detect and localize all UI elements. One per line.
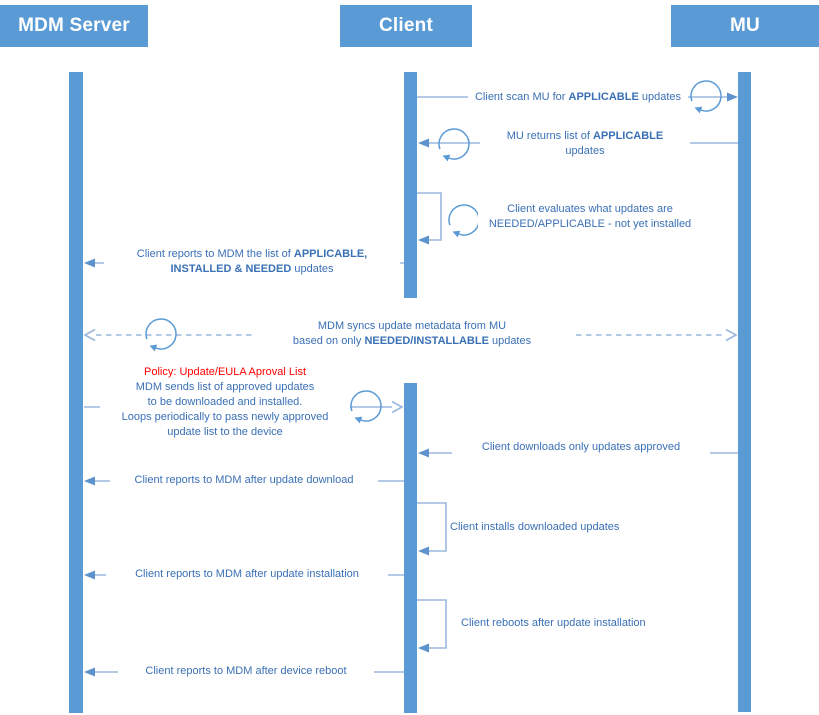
- message-label-report-install: Client reports to MDM after update insta…: [106, 567, 388, 582]
- self-message-evaluates: [417, 192, 480, 245]
- lifeline-mu: [738, 72, 751, 712]
- message-label-report-reboot: Client reports to MDM after device reboo…: [118, 664, 374, 679]
- message-label-report-list: Client reports to MDM the list of APPLIC…: [104, 247, 400, 277]
- loop-icon: [438, 128, 470, 163]
- message-label-evaluates: Client evaluates what updates are NEEDED…: [478, 202, 702, 232]
- loop-icon: [448, 204, 480, 239]
- lifeline-mdm-server: [69, 72, 83, 713]
- actor-box-mu: MU: [671, 5, 819, 47]
- message-label-mu-returns: MU returns list of APPLICABLE updates: [480, 129, 690, 159]
- message-label-scan-mu: Client scan MU for APPLICABLE updates: [468, 90, 688, 105]
- self-message-reboots: [417, 599, 447, 653]
- message-label-sync-metadata: MDM syncs update metadata from MU based …: [252, 319, 572, 349]
- lifeline-client-upper: [404, 72, 417, 298]
- message-label-downloads: Client downloads only updates approved: [452, 440, 710, 455]
- self-message-installs: [417, 502, 447, 556]
- message-label-policy: Policy: Update/EULA Aproval List MDM sen…: [100, 365, 350, 440]
- actor-box-mdm-server: MDM Server: [0, 5, 148, 47]
- message-label-installs: Client installs downloaded updates: [450, 521, 620, 533]
- lifeline-client-lower: [404, 383, 417, 713]
- policy-annotation: Policy: Update/EULA Aproval List: [143, 366, 307, 378]
- message-label-report-download: Client reports to MDM after update downl…: [110, 473, 378, 488]
- message-label-reboots: Client reboots after update installation: [461, 617, 646, 629]
- actor-box-client: Client: [340, 5, 472, 47]
